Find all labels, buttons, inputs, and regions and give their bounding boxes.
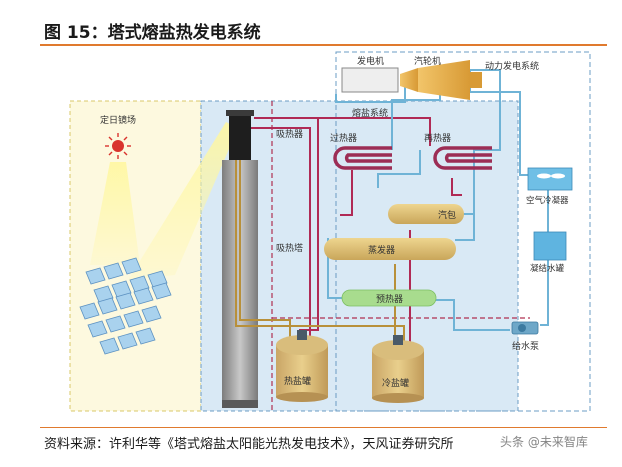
molten-salt-system-label: 熔盐系统 <box>352 107 388 119</box>
air-condenser <box>527 167 573 191</box>
preheater <box>341 289 437 307</box>
heat-absorber-unit <box>229 114 251 160</box>
fan-icon <box>537 173 565 179</box>
steam-drum <box>388 204 464 224</box>
heat-absorber-label: 吸热器 <box>276 128 303 140</box>
sunlight-beam <box>90 162 140 265</box>
turbine-hp <box>400 68 418 92</box>
air-condenser-label: 空气冷凝器 <box>526 195 569 206</box>
evaporator-label: 蒸发器 <box>368 244 395 256</box>
turbine-lp <box>418 60 470 100</box>
turbine-label: 汽轮机 <box>414 55 441 67</box>
preheater-label: 预热器 <box>376 293 403 305</box>
hot-salt-tank <box>276 330 328 402</box>
title-divider <box>40 44 607 46</box>
hot-tank-label: 热盐罐 <box>284 375 311 387</box>
superheater-coil <box>333 146 392 170</box>
source-note: 资料来源：许利华等《塔式熔盐太阳能光热发电技术》，天风证券研究所 <box>44 437 454 452</box>
condensate-tank-label: 凝结水罐 <box>530 263 565 274</box>
heliostat-mirrors <box>79 257 172 355</box>
condensate-tank <box>533 231 567 261</box>
sun-icon <box>105 133 131 159</box>
absorber-tower-label: 吸热塔 <box>276 242 303 254</box>
reflected-beam <box>128 122 238 280</box>
feed-pump-label: 给水泵 <box>512 340 539 352</box>
tower-cap <box>226 110 254 116</box>
watermark: 头条 @未来智库 <box>500 435 588 449</box>
cold-tank-label: 冷盐罐 <box>382 377 409 389</box>
power-region <box>335 51 591 412</box>
tower-shadow <box>222 400 258 408</box>
heliostat-field-label: 定日镜场 <box>100 114 136 126</box>
generator <box>341 67 399 93</box>
turbine-shaft <box>470 72 482 88</box>
figure-title: 图 15：塔式熔盐热发电系统 <box>44 23 261 43</box>
cold-salt-tank <box>372 335 424 403</box>
feed-pump-icon <box>511 321 539 335</box>
steam-drum-label: 汽包 <box>438 209 456 221</box>
power-system-label: 动力发电系统 <box>485 60 539 72</box>
reheater-coil <box>433 146 492 170</box>
superheater-label: 过热器 <box>330 132 357 144</box>
source-divider <box>40 427 607 428</box>
generator-label: 发电机 <box>357 55 384 67</box>
evaporator <box>324 238 456 260</box>
reheater-label: 再热器 <box>424 132 451 144</box>
